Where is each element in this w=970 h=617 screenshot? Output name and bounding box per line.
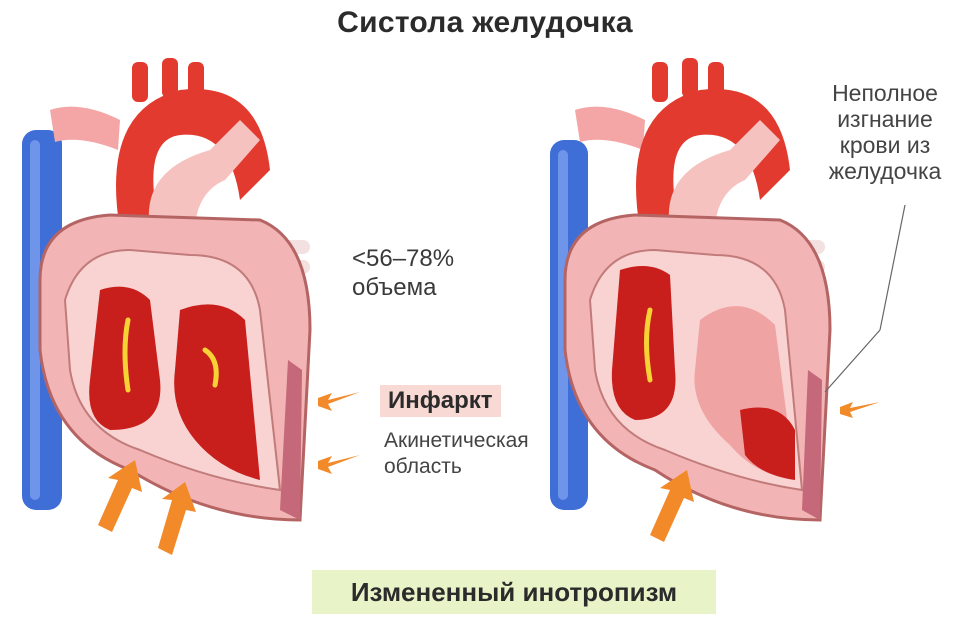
diagram-title: Систола желудочка [0, 6, 970, 40]
incomplete-ejection-label: Неполное изгнание крови из желудочка [800, 80, 970, 184]
inotropism-banner: Измененный инотропизм [312, 570, 716, 614]
volume-label: <56–78% объема [352, 244, 454, 302]
akinetic-line-1: Акинетическая [384, 428, 529, 454]
akinetic-line-2: область [384, 454, 529, 480]
heart-left-illustration [10, 50, 340, 550]
incomplete-line-1: Неполное [800, 80, 970, 106]
volume-line-1: <56–78% [352, 244, 454, 273]
volume-line-2: объема [352, 273, 454, 302]
akinetic-label: Акинетическая область [384, 428, 529, 480]
incomplete-line-2: изгнание [800, 106, 970, 132]
incomplete-line-3: крови из [800, 132, 970, 158]
incomplete-line-4: желудочка [800, 158, 970, 184]
infarct-label: Инфаркт [380, 385, 501, 417]
leader-line [880, 205, 905, 330]
